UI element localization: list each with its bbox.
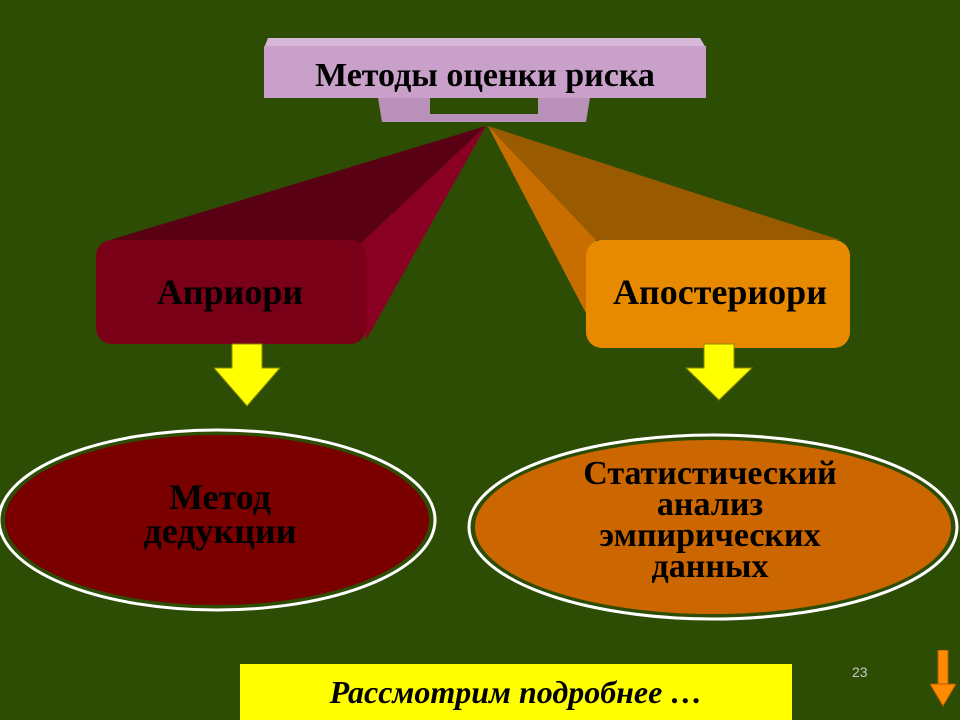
- bottom-banner: Рассмотрим подробнее …: [240, 664, 792, 720]
- statistic-line-4: данных: [651, 548, 769, 585]
- bottom-banner-text: Рассмотрим подробнее …: [329, 673, 703, 710]
- statistic-line-2: анализ: [656, 486, 764, 523]
- aposteriori-label: Апостериори: [613, 272, 827, 312]
- deduction-method-label: Метод дедукции: [60, 477, 380, 551]
- statistic-method-label: Статистический анализ эмпирических данны…: [520, 455, 900, 585]
- apriori-label: Априори: [156, 272, 304, 312]
- next-slide-arrow-icon[interactable]: [929, 649, 957, 708]
- aposteriori-branch: [488, 126, 850, 348]
- arrow-down-icon: [212, 343, 282, 407]
- arrow-down-icon: [684, 343, 754, 401]
- statistic-line-1: Статистический: [583, 455, 837, 492]
- deduction-line-1: Метод: [169, 477, 271, 517]
- statistic-line-3: эмпирических: [599, 517, 821, 554]
- statistic-ellipse: [467, 433, 959, 621]
- apriori-branch: [96, 126, 486, 344]
- page-number: 23: [852, 664, 868, 680]
- diagram-title: Методы оценки риска: [315, 57, 655, 94]
- deduction-ellipse: [0, 428, 437, 612]
- title-box: [264, 38, 706, 122]
- deduction-line-2: дедукции: [143, 511, 297, 551]
